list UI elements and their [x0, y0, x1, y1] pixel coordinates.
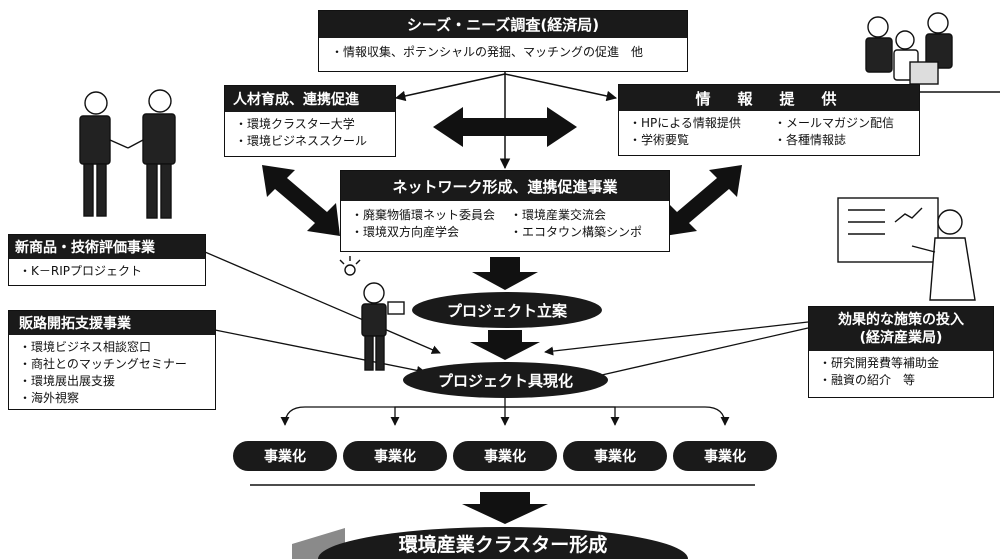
list-item: ・エコタウン構築シンポ	[510, 225, 643, 239]
list-item: ・K－RIPプロジェクト	[19, 264, 142, 278]
block-arrow-network-to-planning	[472, 257, 538, 290]
seeds-needs-box: シーズ・ニーズ調査(経済局) ・情報収集、ポテンシャルの発掘、マッチングの促進 …	[318, 10, 688, 72]
commercialization-pill-3: 事業化	[453, 441, 557, 471]
list-item: ・環境クラスター大学	[235, 117, 355, 131]
arrow-newproduct-to-realization	[204, 251, 441, 354]
info-provision-box: 情 報 提 供 ・HPによる情報提供 ・メールマガジン配信 ・学術要覧 ・各種情…	[618, 84, 920, 156]
hr-development-box: 人材育成、連携促進 ・環境クラスター大学 ・環境ビジネススクール	[224, 85, 396, 157]
arrow-sales-to-realization	[214, 329, 426, 375]
list-item: ・メールマガジン配信	[774, 116, 895, 130]
new-product-body: ・K－RIPプロジェクト	[9, 259, 205, 284]
new-product-title: 新商品・技術評価事業	[9, 235, 205, 259]
new-product-box: 新商品・技術評価事業 ・K－RIPプロジェクト	[8, 234, 206, 286]
list-item: ・海外視察	[19, 391, 80, 405]
project-realization-pill: プロジェクト具現化	[403, 362, 608, 398]
list-item: ・環境産業交流会	[510, 208, 607, 222]
lightbulb-presenter-illustration	[339, 256, 405, 371]
network-title: ネットワーク形成、連携促進事業	[341, 171, 669, 201]
office-workers-illustration	[850, 12, 1000, 93]
list-item: ・商社とのマッチングセミナー	[19, 357, 187, 371]
policy-title-line1: 効果的な施策の投入	[838, 312, 964, 328]
network-body: ・廃棄物循環ネット委員会 ・環境産業交流会 ・環境双方向産学会 ・エコタウン構築…	[341, 201, 669, 247]
block-arrow-planning-to-realization	[470, 330, 540, 360]
whiteboard-presenter-illustration	[837, 197, 976, 301]
network-box: ネットワーク形成、連携促進事業 ・廃棄物循環ネット委員会 ・環境産業交流会 ・環…	[340, 170, 670, 252]
double-arrow-left-diagonal	[262, 165, 340, 236]
double-arrow-horizontal	[433, 107, 577, 147]
info-provision-title: 情 報 提 供	[619, 85, 919, 111]
list-item: ・各種情報誌	[774, 133, 847, 147]
info-provision-body: ・HPによる情報提供 ・メールマガジン配信 ・学術要覧 ・各種情報誌	[619, 111, 919, 153]
arrow-policy-to-realization-2	[579, 327, 809, 383]
seeds-needs-body: ・情報収集、ポテンシャルの発掘、マッチングの促進 他	[319, 38, 687, 67]
list-item: ・融資の紹介 等	[819, 373, 916, 387]
policy-title: 効果的な施策の投入 (経済産業局)	[809, 307, 993, 351]
policy-body: ・研究開発費等補助金 ・融資の紹介 等	[809, 351, 993, 393]
list-item: ・環境双方向産学会	[351, 225, 460, 239]
list-item: ・環境展出展支援	[19, 374, 116, 388]
sales-channel-body: ・環境ビジネス相談窓口 ・商社とのマッチングセミナー ・環境展出展支援 ・海外視…	[9, 335, 215, 411]
sales-channel-title: 販路開拓支援事業	[9, 311, 215, 335]
commercialization-pill-1: 事業化	[233, 441, 337, 471]
block-arrow-to-final	[462, 492, 548, 524]
hr-development-body: ・環境クラスター大学 ・環境ビジネススクール	[225, 112, 395, 154]
commercialization-pill-2: 事業化	[343, 441, 447, 471]
policy-box: 効果的な施策の投入 (経済産業局) ・研究開発費等補助金 ・融資の紹介 等	[808, 306, 994, 398]
fanout-arrows	[280, 395, 730, 426]
list-item: ・環境ビジネス相談窓口	[19, 340, 152, 354]
policy-title-line2: (経済産業局)	[859, 330, 943, 346]
commercialization-pill-5: 事業化	[673, 441, 777, 471]
commercialization-pill-4: 事業化	[563, 441, 667, 471]
seeds-needs-title: シーズ・ニーズ調査(経済局)	[319, 11, 687, 38]
list-item: ・HPによる情報提供	[629, 116, 741, 130]
hr-development-title: 人材育成、連携促進	[225, 86, 395, 112]
list-item: ・廃棄物循環ネット委員会	[351, 208, 496, 222]
project-planning-pill: プロジェクト立案	[412, 292, 602, 328]
list-item: ・学術要覧	[629, 133, 690, 147]
handshake-people-illustration	[79, 89, 176, 219]
list-item: ・研究開発費等補助金	[819, 356, 940, 370]
double-arrow-right-diagonal	[664, 165, 742, 236]
list-item: ・環境ビジネススクール	[235, 134, 368, 148]
arrow-policy-to-realization-1	[544, 321, 809, 356]
sales-channel-box: 販路開拓支援事業 ・環境ビジネス相談窓口 ・商社とのマッチングセミナー ・環境展…	[8, 310, 216, 410]
list-item: ・情報収集、ポテンシャルの発掘、マッチングの促進 他	[331, 45, 644, 59]
